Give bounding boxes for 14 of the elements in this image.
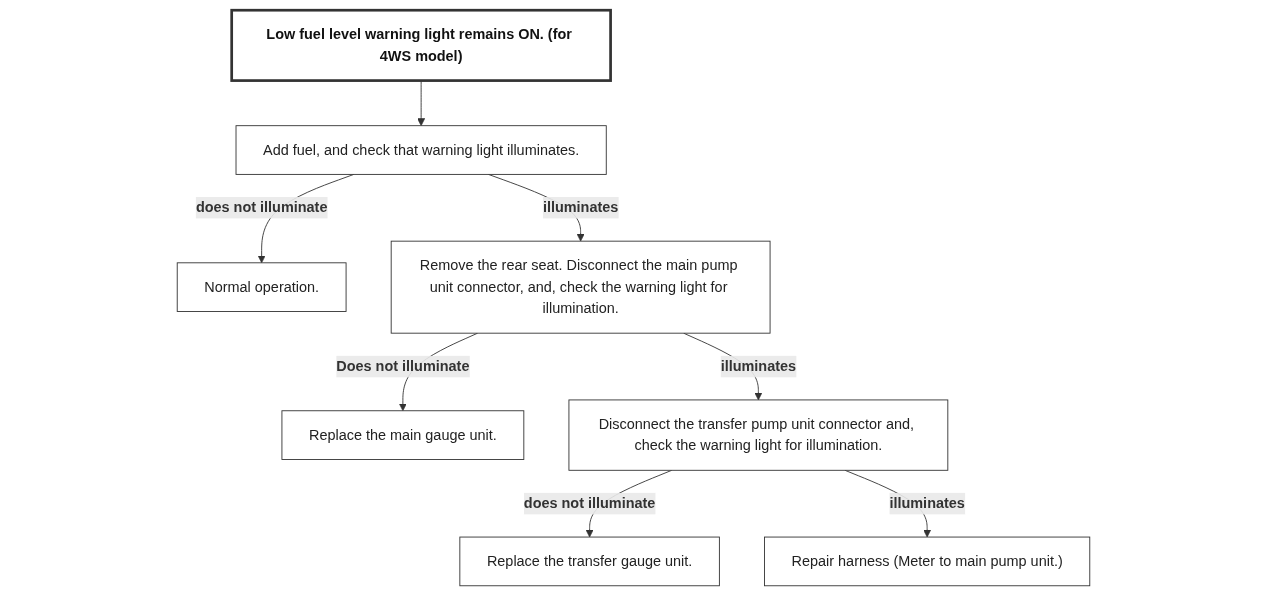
node-box: Remove the rear seat. Disconnect the main pump unit connector, and, check the warning light for illumination. bbox=[390, 240, 771, 334]
node-box: Repair harness (Meter to main pump unit.) bbox=[763, 536, 1090, 587]
node-box: Add fuel, and check that warning light illuminates. bbox=[235, 125, 607, 175]
node-box: Low fuel level warning light remains ON. (for 4WS model) bbox=[229, 8, 612, 82]
node-box: Normal operation. bbox=[176, 262, 347, 312]
edge-label: illuminates bbox=[542, 199, 618, 215]
node-box: Disconnect the transfer pump unit connector and, check the warning light for illumination. bbox=[567, 399, 948, 471]
edge-label: Does not illuminate bbox=[335, 358, 469, 374]
edge-label: does not illuminate bbox=[523, 495, 655, 511]
edge-label: does not illuminate bbox=[195, 199, 327, 215]
node-box: Replace the transfer gauge unit. bbox=[458, 536, 720, 587]
edge-label: illuminates bbox=[888, 495, 965, 511]
edge-label: illuminates bbox=[720, 358, 796, 374]
node-box: Replace the main gauge unit. bbox=[281, 410, 524, 460]
